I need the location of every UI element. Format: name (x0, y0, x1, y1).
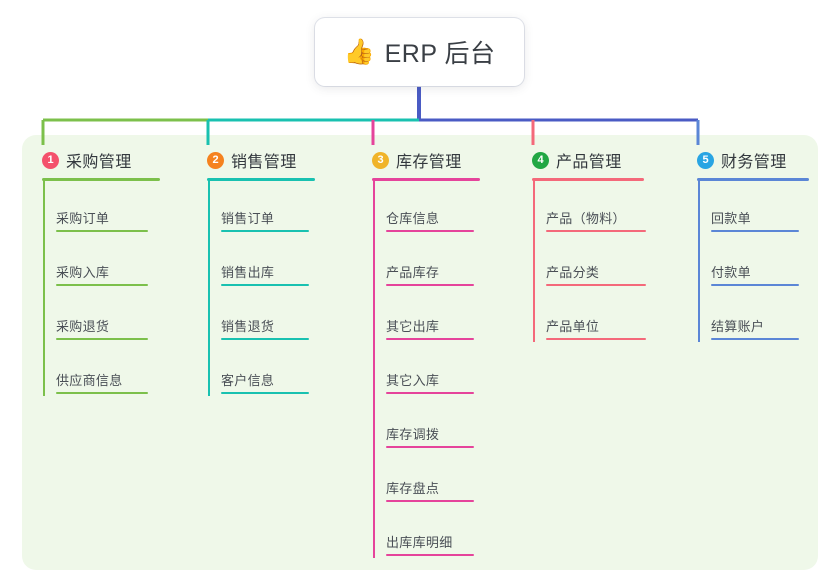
branch-item[interactable]: 结算账户 (711, 310, 799, 340)
branch-header-3[interactable]: 3 库存管理 (372, 148, 462, 172)
branch-item-rule (221, 230, 309, 232)
branch-item[interactable]: 采购订单 (56, 202, 148, 232)
branch-header-1[interactable]: 1 采购管理 (42, 148, 132, 172)
branch-item-label: 产品（物料） (546, 211, 626, 226)
branch-item-rule (711, 284, 799, 286)
branch-item-rule (386, 284, 474, 286)
branch-item-rule (546, 230, 646, 232)
branch-item-rule (56, 392, 148, 394)
branch-item[interactable]: 库存调拨 (386, 418, 474, 448)
branch-number-badge: 3 (372, 151, 389, 169)
branch-header-rule (697, 178, 809, 181)
branch-item-rule (711, 338, 799, 340)
background-panel (22, 135, 818, 570)
branch-item-rule (386, 230, 474, 232)
branch-item-rule (386, 392, 474, 394)
branch-item[interactable]: 其它入库 (386, 364, 474, 394)
branch-item[interactable]: 销售出库 (221, 256, 309, 286)
branch-spine (208, 179, 210, 396)
branch-item[interactable]: 采购入库 (56, 256, 148, 286)
branch-item-rule (56, 338, 148, 340)
branch-item-label: 采购入库 (56, 265, 110, 280)
branch-title: 产品管理 (556, 154, 622, 171)
branch-item-label: 采购订单 (56, 211, 110, 226)
branch-item-label: 销售退货 (221, 319, 275, 334)
branch-title: 财务管理 (721, 154, 787, 171)
branch-number-badge: 1 (42, 151, 59, 169)
branch-item-label: 其它入库 (386, 373, 440, 388)
branch-item-rule (546, 338, 646, 340)
branch-item-rule (386, 554, 474, 556)
branch-spine (43, 179, 45, 396)
branch-item-label: 销售出库 (221, 265, 275, 280)
branch-item-rule (221, 392, 309, 394)
branch-header-5[interactable]: 5 财务管理 (697, 148, 787, 172)
branch-item[interactable]: 出库库明细 (386, 526, 474, 556)
branch-item-rule (221, 338, 309, 340)
branch-spine (698, 179, 700, 342)
branch-item-label: 仓库信息 (386, 211, 440, 226)
branch-item[interactable]: 产品单位 (546, 310, 646, 340)
branch-item-rule (711, 230, 799, 232)
branch-item-rule (546, 284, 646, 286)
branch-number-badge: 2 (207, 151, 224, 169)
branch-header-rule (372, 178, 480, 181)
branch-item-label: 其它出库 (386, 319, 440, 334)
branch-number-badge: 4 (532, 151, 549, 169)
root-node-content: 👍 ERP 后台 (343, 34, 495, 70)
branch-header-rule (207, 178, 315, 181)
branch-item[interactable]: 库存盘点 (386, 472, 474, 502)
branch-item-label: 结算账户 (711, 319, 765, 334)
branch-spine (373, 179, 375, 558)
branch-item[interactable]: 仓库信息 (386, 202, 474, 232)
branch-item-label: 库存盘点 (386, 481, 440, 496)
branch-item-label: 库存调拨 (386, 427, 440, 442)
branch-item-rule (386, 500, 474, 502)
branch-item[interactable]: 付款单 (711, 256, 799, 286)
branch-item-label: 出库库明细 (386, 535, 453, 550)
branch-item[interactable]: 采购退货 (56, 310, 148, 340)
branch-title: 库存管理 (396, 154, 462, 171)
root-node-erp-backend[interactable]: 👍 ERP 后台 (315, 18, 524, 86)
branch-item[interactable]: 回款单 (711, 202, 799, 232)
branch-item-label: 产品库存 (386, 265, 440, 280)
branch-item-label: 销售订单 (221, 211, 275, 226)
branch-item[interactable]: 其它出库 (386, 310, 474, 340)
branch-spine (533, 179, 535, 342)
branch-item[interactable]: 销售订单 (221, 202, 309, 232)
branch-header-rule (532, 178, 644, 181)
branch-header-2[interactable]: 2 销售管理 (207, 148, 297, 172)
branch-item-label: 回款单 (711, 211, 751, 226)
branch-item[interactable]: 客户信息 (221, 364, 309, 394)
branch-item-label: 客户信息 (221, 373, 275, 388)
branch-header-4[interactable]: 4 产品管理 (532, 148, 622, 172)
root-node-label: ERP 后台 (384, 40, 496, 68)
branch-item-label: 供应商信息 (56, 373, 123, 388)
branch-item-rule (386, 446, 474, 448)
branch-item-rule (386, 338, 474, 340)
branch-item[interactable]: 销售退货 (221, 310, 309, 340)
branch-item[interactable]: 产品库存 (386, 256, 474, 286)
thumbs-up-icon: 👍 (343, 37, 375, 66)
branch-number-badge: 5 (697, 151, 714, 169)
branch-title: 销售管理 (231, 154, 297, 171)
branch-item[interactable]: 供应商信息 (56, 364, 148, 394)
branch-item-label: 采购退货 (56, 319, 110, 334)
branch-item-label: 产品单位 (546, 319, 600, 334)
branch-item-label: 付款单 (711, 265, 751, 280)
branch-item[interactable]: 产品（物料） (546, 202, 646, 232)
branch-title: 采购管理 (66, 154, 132, 171)
branch-item-rule (56, 284, 148, 286)
branch-header-rule (42, 178, 160, 181)
branch-item-rule (221, 284, 309, 286)
branch-item-label: 产品分类 (546, 265, 600, 280)
branch-item-rule (56, 230, 148, 232)
branch-item[interactable]: 产品分类 (546, 256, 646, 286)
